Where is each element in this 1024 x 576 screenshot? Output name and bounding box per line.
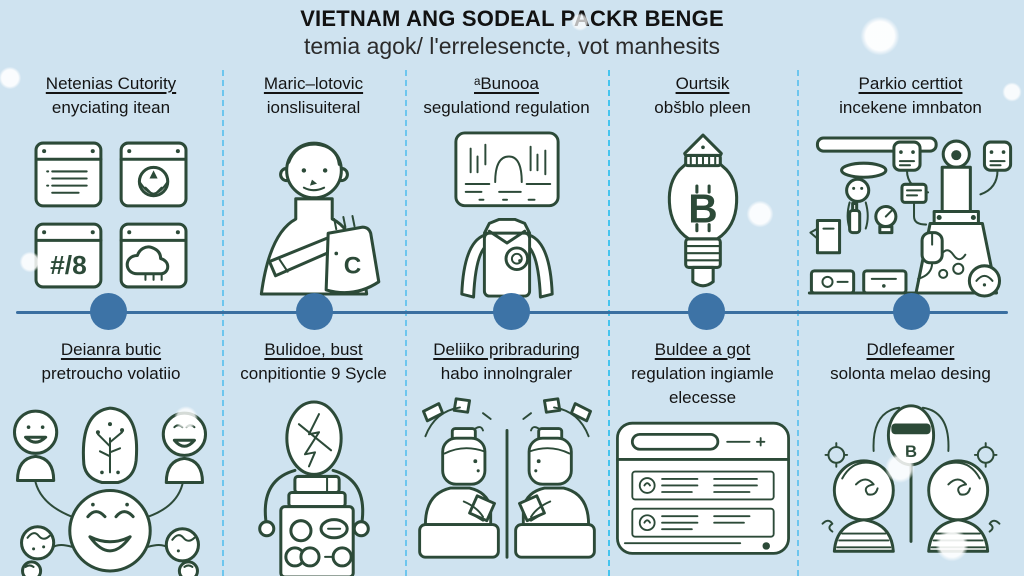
timeline-item-top-5: Parkio certtiot incekene imnbaton <box>797 72 1024 304</box>
timeline-dot-3 <box>493 293 530 330</box>
item-title: Ourtsik <box>675 74 730 93</box>
column-separator-1 <box>222 70 224 576</box>
timeline-item-bottom-2: Bulidoe, bust conpitiontie 9 Sycle <box>222 338 405 576</box>
item-title: Maric–lotovic <box>263 74 364 93</box>
item-subtitle: obšblo pleen <box>654 97 751 117</box>
bitcoin-lightbulb-icon: B <box>667 133 738 288</box>
item-subtitle: incekene imnbaton <box>839 97 982 117</box>
svg-text:B: B <box>688 185 717 231</box>
item-heading: Bulidoe, bust conpitiontie 9 Sycle <box>232 338 394 386</box>
timeline-item-top-3: ᵃBunooa segulationd regulation <box>405 72 608 304</box>
mirrored-workers-icon <box>417 396 596 559</box>
item-title: Deliiko pribraduring <box>433 340 580 359</box>
infographic-subtitle: temia agok/ l'errelesencte, vot manhesit… <box>303 33 721 59</box>
browser-list-icon <box>615 422 790 556</box>
item-heading: Parkio certtiot incekene imnbaton <box>831 72 990 120</box>
timeline-item-bottom-3: Deliiko pribraduring habo innolngraler <box>405 338 608 576</box>
item-subtitle: regulation ingiamle elecesse <box>631 363 774 407</box>
two-heads-mask-icon: B <box>821 403 1000 553</box>
item-heading: Maric–lotovic ionslisuiteral <box>256 72 371 120</box>
item-subtitle: conpitiontie 9 Sycle <box>240 363 387 383</box>
person-holding-bag-icon: C <box>259 141 380 296</box>
item-title: Buldee a got <box>654 340 751 359</box>
item-title: ᵃBunooa <box>474 74 539 93</box>
timeline-dot-4 <box>688 293 725 330</box>
monitor-and-jacket-icon <box>453 131 560 299</box>
item-subtitle: habo innolngraler <box>440 363 573 383</box>
svg-text:C: C <box>343 253 361 280</box>
item-subtitle: enyciating itean <box>51 97 171 117</box>
timeline-item-top-4: Ourtsik obšblo pleen B <box>608 72 797 304</box>
factory-machine-icon <box>807 136 1012 298</box>
item-title: Bulidoe, bust <box>264 340 363 359</box>
item-heading: ᵃBunooa segulationd regulation <box>415 72 597 120</box>
timeline-item-bottom-4: Buldee a got regulation ingiamle elecess… <box>608 338 797 576</box>
column-separator-2 <box>405 70 407 576</box>
timeline-item-bottom-1: Deianra butic pretroucho volatiio <box>0 338 222 576</box>
infographic-title: VIETNAM ANG SODEAL PACKR BENGE <box>300 6 724 31</box>
documents-grid-icon: #/8 <box>34 141 188 289</box>
item-heading: Deliiko pribraduring habo innolngraler <box>425 338 587 386</box>
title-block: VIETNAM ANG SODEAL PACKR BENGE temia ago… <box>0 6 1024 60</box>
item-heading: Ourtsik obšblo pleen <box>646 72 758 120</box>
operator-console-icon <box>257 400 370 576</box>
column-separator-3 <box>608 70 610 576</box>
timeline-item-bottom-5: Ddlefeamer solonta melao desing B <box>797 338 1024 576</box>
column-separator-4 <box>797 70 799 576</box>
timeline-item-top-1: Netenias Cutority enyciating itean #/8 <box>0 72 222 304</box>
svg-text:#/8: #/8 <box>50 250 87 280</box>
item-subtitle: pretroucho volatiio <box>41 363 181 383</box>
item-subtitle: solonta melao desing <box>830 363 991 383</box>
item-title: Parkio certtiot <box>858 74 963 93</box>
timeline-item-top-2: Maric–lotovic ionslisuiteral C <box>222 72 405 304</box>
svg-text:B: B <box>904 441 916 460</box>
timeline-dot-5 <box>893 293 930 330</box>
timeline-dot-2 <box>296 293 333 330</box>
mind-map-faces-icon <box>12 406 208 576</box>
item-heading: Netenias Cutority enyciating itean <box>38 72 184 120</box>
item-heading: Ddlefeamer solonta melao desing <box>822 338 999 386</box>
item-subtitle: ionslisuiteral <box>266 97 361 117</box>
item-title: Ddlefeamer <box>866 340 955 359</box>
item-heading: Deianra butic pretroucho volatiio <box>34 338 189 386</box>
item-heading: Buldee a got regulation ingiamle elecess… <box>608 338 797 409</box>
item-subtitle: segulationd regulation <box>423 97 590 117</box>
item-title: Netenias Cutority <box>45 74 177 93</box>
item-title: Deianra butic <box>60 340 162 359</box>
timeline-dot-1 <box>90 293 127 330</box>
